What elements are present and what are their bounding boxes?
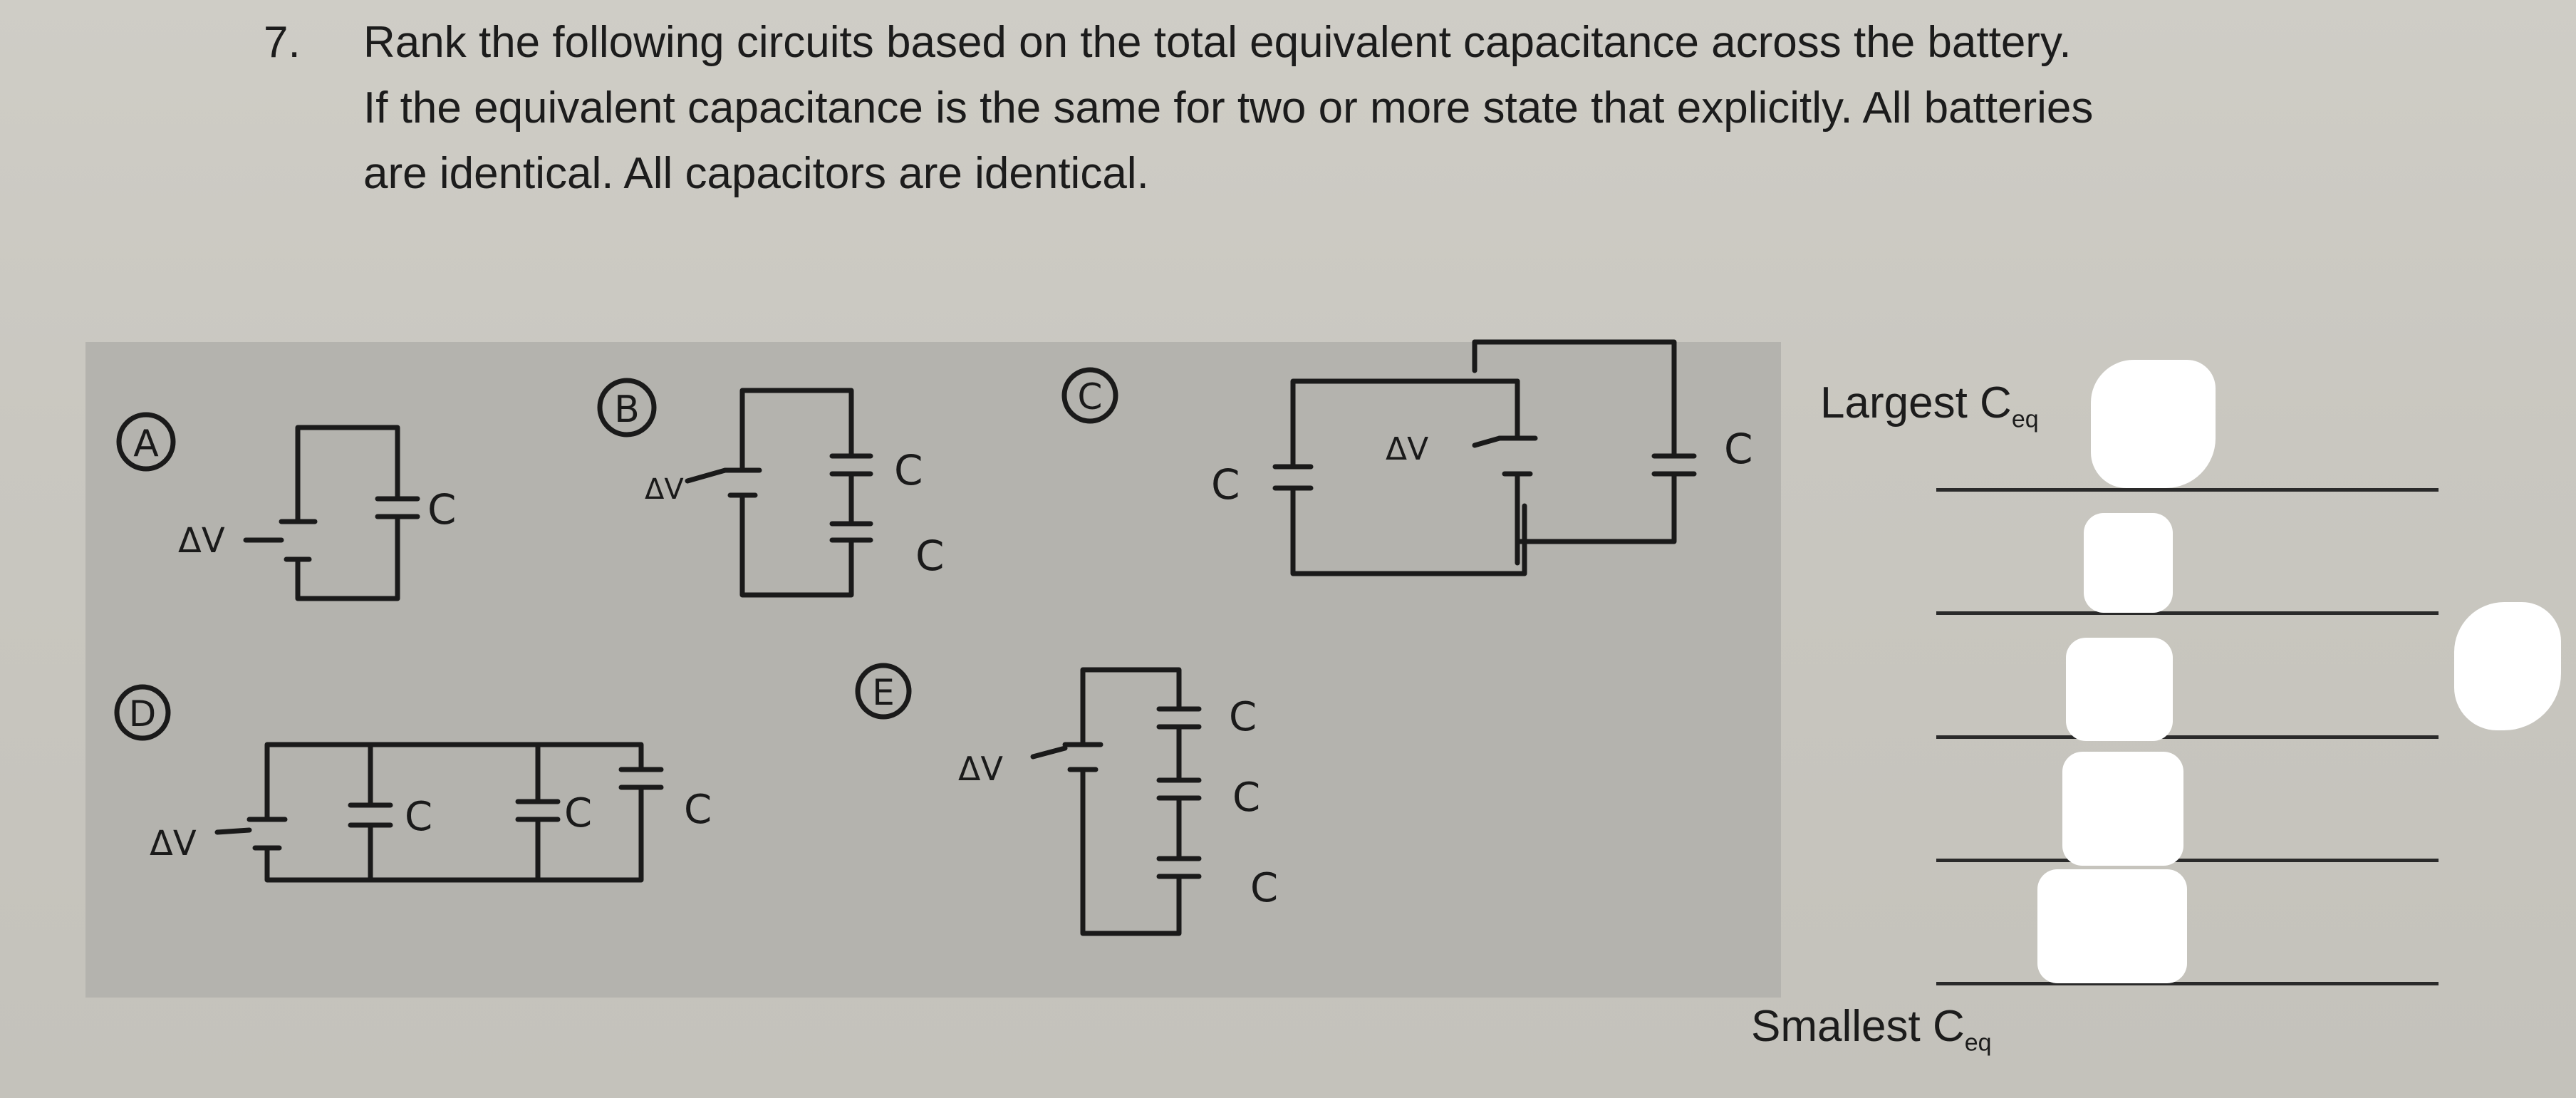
circuit-c-wire-inner [1472,339,1677,566]
circuit-c-cap-label-left: C [1211,460,1240,509]
circuit-e-letter-circle [855,663,912,720]
redaction-patch-3 [2454,602,2561,730]
circuit-a-wire [295,425,400,601]
circuit-e-letter: E [872,672,895,713]
circuit-d-wire [264,742,644,883]
rank-blank-5[interactable] [1936,982,2439,985]
circuit-panel [85,342,1781,998]
circuit-d-cap-label-2: C [564,790,592,837]
circuit-b-cap-label-2: C [915,532,945,580]
circuit-b-wire [739,388,854,598]
circuit-c-battery-label: ΔV [1386,431,1428,467]
circuit-b-letter-circle [597,378,657,437]
circuit-d-cap-label-3: C [684,787,712,833]
rank-blank-4[interactable] [1936,859,2439,862]
circuit-e-cap-label-3: C [1250,865,1278,911]
circuit-a-letter: A [133,423,159,465]
largest-ceq-label: Largest Ceq [1820,378,2039,433]
redaction-patch-4 [2066,638,2173,741]
circuit-e-wire [1080,667,1182,936]
circuit-c-letter: C [1078,376,1103,418]
circuit-c-letter-circle [1061,367,1118,424]
circuit-d-battery-label: ΔV [150,824,197,864]
question-line-1: Rank the following circuits based on the… [363,18,2072,67]
circuit-e-battery-label: ΔV [958,750,1003,788]
rank-blank-1[interactable] [1936,488,2439,492]
circuit-e-cap-label-1: C [1229,694,1257,740]
circuit-a-battery-label: ΔV [178,521,225,561]
circuit-d-letter-circle [114,684,171,741]
circuit-a-cap-label: C [427,485,457,534]
question-line-2: If the equivalent capacitance is the sam… [363,83,2094,133]
circuit-d: D ΔV C C C [114,684,712,883]
redaction-patch-2 [2084,513,2173,613]
question-number: 7. [264,18,301,67]
rank-blank-3[interactable] [1936,735,2439,739]
circuit-e: E ΔV C C C [855,663,1278,936]
circuit-c-wire-outer [1290,378,1527,576]
redaction-patch-5 [2062,752,2183,866]
redaction-patch-6 [2037,869,2187,983]
rank-blank-2[interactable] [1936,611,2439,615]
redaction-patch-1 [2091,360,2216,488]
circuit-b-battery-label: ΔV [645,473,684,506]
circuit-e-cap-label-2: C [1232,775,1260,821]
question-text: Rank the following circuits based on the… [363,10,2543,207]
question-line-3: are identical. All capacitors are identi… [363,149,1149,198]
circuit-c-cap-label-right: C [1724,425,1753,473]
circuit-d-letter: D [129,693,157,735]
circuit-a-letter-circle [116,412,176,472]
circuit-c: C C ΔV C [1061,339,1753,576]
circuit-b: B ΔV C C [597,378,945,598]
circuit-d-cap-label-1: C [405,794,432,840]
circuit-b-cap-label-1: C [894,446,923,494]
circuit-a: A ΔV C [116,412,457,601]
smallest-ceq-label: Smallest Ceq [1751,1002,1992,1057]
circuit-b-letter: B [614,388,640,431]
